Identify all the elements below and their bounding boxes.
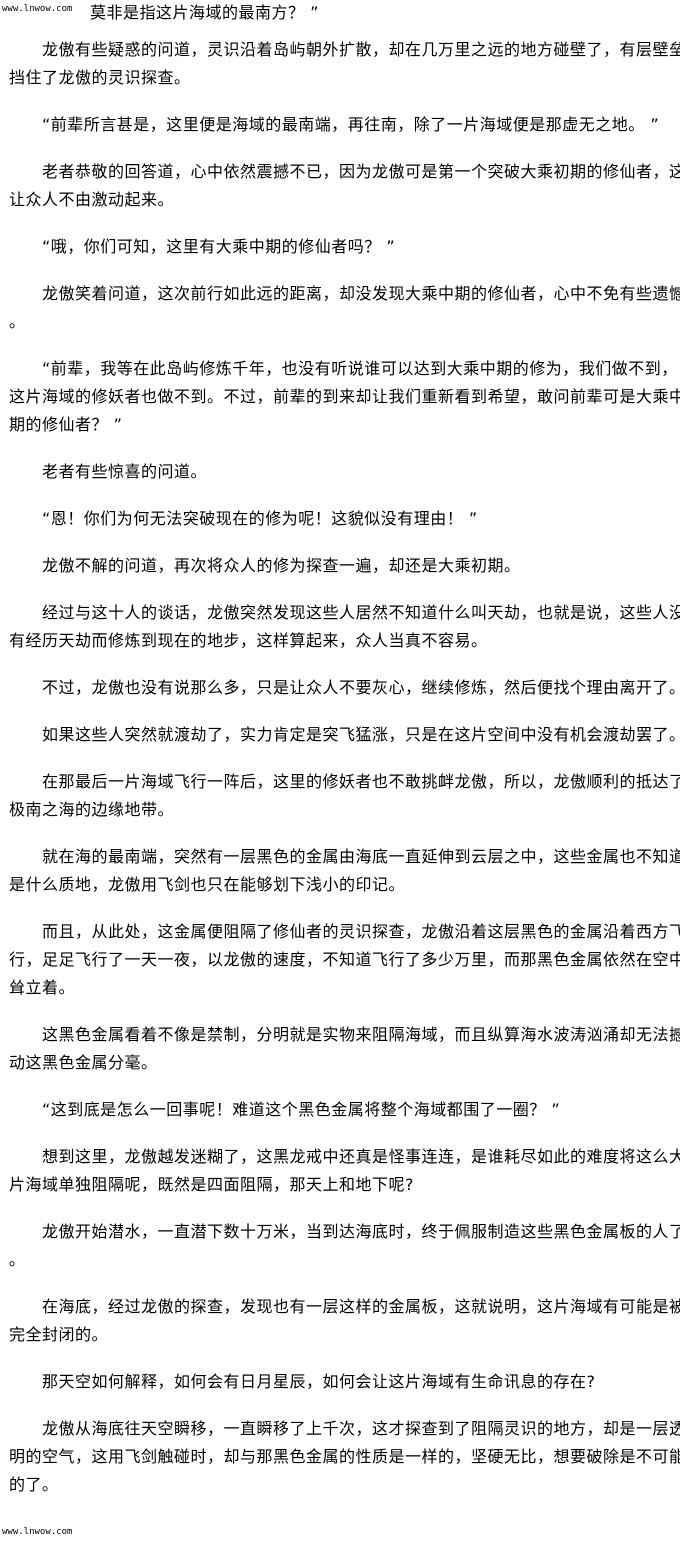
paragraph: 想到这里，龙傲越发迷糊了，这黑龙戒中还真是怪事连连，是谁耗尽如此的难度将这么大片…	[9, 1143, 680, 1199]
paragraph: 龙傲从海底往天空瞬移，一直瞬移了上千次，这才探查到了阻隔灵识的地方，却是一层透明…	[9, 1415, 680, 1499]
paragraph-line: 龙傲从海底往天空瞬移，一直瞬移了上千次，这才探查到了阻隔灵识的地方，却是一层透	[42, 1419, 680, 1438]
paragraph-line: 而且，从此处，这金属便阻隔了修仙者的灵识探查，龙傲沿着这层黑色的金属沿着西方飞	[42, 922, 680, 941]
paragraph-line: 片海域单独阻隔呢，既然是四面阻隔，那天上和地下呢?	[9, 1175, 414, 1194]
paragraph-line: “恩！你们为何无法突破现在的修为呢！这貌似没有理由！ ”	[42, 509, 478, 528]
paragraph-line: “这到底是怎么一回事呢！难道这个黑色金属将整个海域都围了一圈？ ”	[42, 1100, 561, 1119]
paragraph: 这黑色金属看着不像是禁制，分明就是实物来阻隔海域，而且纵算海水波涛汹涌却无法撼动…	[9, 1021, 680, 1077]
paragraph: “前辈，我等在此岛屿修炼千年，也没有听说谁可以达到大乘中期的修为，我们做不到， 这…	[9, 355, 680, 439]
paragraph-line: 行，足足飞行了一天一夜，以龙傲的速度，不知道飞行了多少万里，而那黑色金属依然在空…	[9, 950, 680, 969]
paragraph: 龙傲不解的问道，再次将众人的修为探查一遍，却还是大乘初期。	[9, 552, 674, 580]
paragraph: 在海底，经过龙傲的探查，发现也有一层这样的金属板，这就说明，这片海域有可能是被完…	[9, 1293, 680, 1349]
paragraph-line: 龙傲不解的问道，再次将众人的修为探查一遍，却还是大乘初期。	[42, 556, 521, 575]
paragraph-line: 是什么质地，龙傲用飞剑也只在能够划下浅小的印记。	[9, 875, 406, 894]
paragraph: 那天空如何解释，如何会有日月星辰，如何会让这片海域有生命讯息的存在?	[9, 1368, 674, 1396]
paragraph-line: 明的空气，这用飞剑触碰时，却与那黑色金属的性质是一样的，坚硬无比，想要破除是不可…	[9, 1447, 680, 1466]
paragraph-line: 让众人不由激动起来。	[9, 190, 175, 209]
paragraph-line: 在海底，经过龙傲的探查，发现也有一层这样的金属板，这就说明，这片海域有可能是被	[42, 1297, 680, 1316]
paragraph-line: 龙傲开始潜水，一直潜下数十万米，当到达海底时，终于佩服制造这些黑色金属板的人了	[42, 1222, 680, 1241]
paragraph-line: “前辈所言甚是，这里便是海域的最南端，再往南，除了一片海域便是那虚无之地。 ”	[42, 115, 660, 134]
paragraph-line: 老者有些惊喜的问道。	[42, 462, 208, 481]
paragraph: “这到底是怎么一回事呢！难道这个黑色金属将整个海域都围了一圈？ ”	[9, 1096, 674, 1124]
paragraph: 老者恭敬的回答道，心中依然震撼不已，因为龙傲可是第一个突破大乘初期的修仙者，这让…	[9, 158, 680, 214]
continued-text-line: 莫非是指这片海域的最南方？ ”	[90, 3, 319, 22]
paragraph-line: “哦，你们可知，这里有大乘中期的修仙者吗？ ”	[42, 237, 396, 256]
watermark-top: www.lnwow.com	[2, 4, 73, 14]
paragraph-line: 这黑色金属看着不像是禁制，分明就是实物来阻隔海域，而且纵算海水波涛汹涌却无法撼	[42, 1025, 680, 1044]
paragraph-line: 极南之海的边缘地带。	[9, 800, 175, 819]
paragraph: 在那最后一片海域飞行一阵后，这里的修妖者也不敢挑衅龙傲，所以，龙傲顺利的抵达了极…	[9, 768, 680, 824]
paragraph-line: 想到这里，龙傲越发迷糊了，这黑龙戒中还真是怪事连连，是谁耗尽如此的难度将这么大	[42, 1147, 680, 1166]
paragraph-line: 。	[9, 1250, 26, 1269]
paragraph: “前辈所言甚是，这里便是海域的最南端，再往南，除了一片海域便是那虚无之地。 ”	[9, 111, 674, 139]
paragraph: “恩！你们为何无法突破现在的修为呢！这貌似没有理由！ ”	[9, 505, 674, 533]
paragraph: “哦，你们可知，这里有大乘中期的修仙者吗？ ”	[9, 233, 674, 261]
watermark-bottom: www.lnwow.com	[2, 1527, 73, 1537]
paragraph-line: 龙傲笑着问道，这次前行如此远的距离，却没发现大乘中期的修仙者，心中不免有些遗憾	[42, 284, 680, 303]
paragraph: 而且，从此处，这金属便阻隔了修仙者的灵识探查，龙傲沿着这层黑色的金属沿着西方飞行…	[9, 918, 680, 1002]
paragraph-line: 挡住了龙傲的灵识探查。	[9, 68, 191, 87]
paragraph: 不过，龙傲也没有说那么多，只是让众人不要灰心，继续修炼，然后便找个理由离开了。	[9, 674, 680, 702]
paragraph: 龙傲开始潜水，一直潜下数十万米，当到达海底时，终于佩服制造这些黑色金属板的人了。	[9, 1218, 680, 1274]
paragraph: 龙傲笑着问道，这次前行如此远的距离，却没发现大乘中期的修仙者，心中不免有些遗憾。	[9, 280, 680, 336]
paragraph-line: 耸立着。	[9, 978, 76, 997]
paragraph-line: “前辈，我等在此岛屿修炼千年，也没有听说谁可以达到大乘中期的修为，我们做不到，	[42, 359, 678, 378]
paragraph-line: 有经历天劫而修炼到现在的地步，这样算起来，众人当真不容易。	[9, 631, 488, 650]
paragraph-line: 龙傲有些疑惑的问道，灵识沿着岛屿朝外扩散，却在几万里之远的地方碰壁了，有层壁垒	[42, 40, 680, 59]
paragraph-line: 不过，龙傲也没有说那么多，只是让众人不要灰心，继续修炼，然后便找个理由离开了。	[42, 678, 680, 697]
paragraph: 就在海的最南端，突然有一层黑色的金属由海底一直延伸到云层之中，这些金属也不知道是…	[9, 843, 680, 899]
paragraph-line: 。	[9, 312, 26, 331]
paragraph: 经过与这十人的谈话，龙傲突然发现这些人居然不知道什么叫天劫，也就是说，这些人没有…	[9, 599, 680, 655]
paragraph-line: 期的修仙者？ ”	[9, 415, 123, 434]
paragraph-line: 动这黑色金属分毫。	[9, 1053, 158, 1072]
paragraph-line: 经过与这十人的谈话，龙傲突然发现这些人居然不知道什么叫天劫，也就是说，这些人没	[42, 603, 680, 622]
paragraph-line: 那天空如何解释，如何会有日月星辰，如何会让这片海域有生命讯息的存在?	[42, 1372, 596, 1391]
paragraph-line: 如果这些人突然就渡劫了，实力肯定是突飞猛涨，只是在这片空间中没有机会渡劫罢了。	[42, 725, 680, 744]
paragraph-line: 这片海域的修妖者也做不到。不过，前辈的到来却让我们重新看到希望，敢问前辈可是大乘…	[9, 387, 680, 406]
paragraph-line: 就在海的最南端，突然有一层黑色的金属由海底一直延伸到云层之中，这些金属也不知道	[42, 847, 680, 866]
paragraph: 老者有些惊喜的问道。	[9, 458, 674, 486]
paragraph-line: 老者恭敬的回答道，心中依然震撼不已，因为龙傲可是第一个突破大乘初期的修仙者，这	[42, 162, 680, 181]
paragraph-line: 在那最后一片海域飞行一阵后，这里的修妖者也不敢挑衅龙傲，所以，龙傲顺利的抵达了	[42, 772, 680, 791]
paragraph-line: 完全封闭的。	[9, 1325, 109, 1344]
paragraph: 龙傲有些疑惑的问道，灵识沿着岛屿朝外扩散，却在几万里之远的地方碰壁了，有层壁垒挡…	[9, 36, 680, 92]
article-body: 龙傲有些疑惑的问道，灵识沿着岛屿朝外扩散，却在几万里之远的地方碰壁了，有层壁垒挡…	[9, 36, 680, 1518]
paragraph-line: 的了。	[9, 1475, 59, 1494]
paragraph: 如果这些人突然就渡劫了，实力肯定是突飞猛涨，只是在这片空间中没有机会渡劫罢了。	[9, 721, 680, 749]
